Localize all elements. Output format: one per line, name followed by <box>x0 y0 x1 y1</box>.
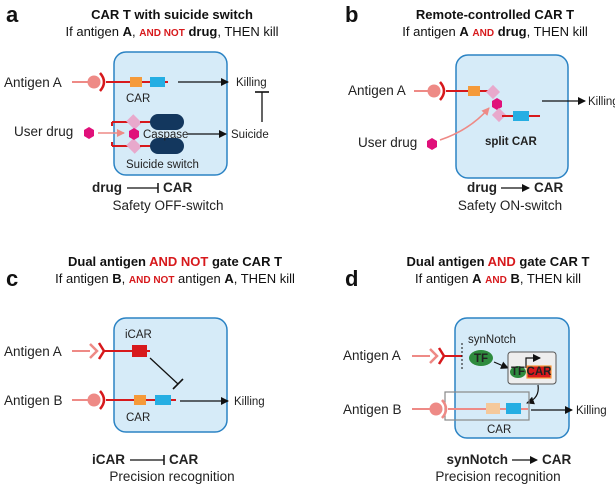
logic-a-right: CAR <box>163 180 192 195</box>
split-car-label: split CAR <box>485 136 537 148</box>
logic-b-left: drug <box>467 180 497 195</box>
switch-binder-top <box>111 121 128 126</box>
antigen-a-chevron-c <box>89 343 99 359</box>
logic-c-right: CAR <box>169 452 198 467</box>
drug-hexagon-b <box>427 138 437 150</box>
car-gene <box>526 365 552 379</box>
killing-label-b: Killing <box>588 96 615 108</box>
car-orange-d <box>486 403 500 414</box>
icar-inhibit-line <box>149 357 179 385</box>
caspase-bottom <box>150 138 184 154</box>
panel-b: b Remote-controlled CAR T If antigen A A… <box>345 2 615 213</box>
panel-d-subtitle: If antigen A AND B, THEN kill <box>415 271 581 286</box>
icar-inhibit-bar <box>172 378 184 390</box>
split-car-pink-bottom <box>491 107 507 123</box>
suicide-switch-label: Suicide switch <box>126 159 199 171</box>
panel-c-caption: Precision recognition <box>109 469 234 484</box>
user-drug-label: User drug <box>14 124 73 139</box>
switch-pink-top <box>126 114 142 130</box>
panel-letter-a: a <box>6 2 19 27</box>
car-blue-d <box>506 403 521 414</box>
drug-curve-arrow-b <box>439 107 490 141</box>
panel-d: d Dual antigen AND gate CAR T If antigen… <box>343 254 607 484</box>
switch-pink-bottom <box>126 138 142 154</box>
logic-d-left: synNotch <box>446 452 508 467</box>
car-label-c: CAR <box>126 412 150 424</box>
tf-bound <box>510 366 526 378</box>
logic-c-left: iCAR <box>92 452 125 467</box>
antigen-a-ball <box>87 75 101 89</box>
antigen-a-label-c: Antigen A <box>4 344 62 359</box>
antigen-b-ball-c <box>87 393 101 407</box>
logic-b-right: CAR <box>534 180 563 195</box>
icar-binder <box>97 342 106 360</box>
car-orange-domain <box>130 77 142 87</box>
antigen-a-chevron-d <box>429 348 439 364</box>
panel-letter-c: c <box>6 266 18 291</box>
split-car-binder <box>439 81 446 101</box>
killing-label-c: Killing <box>234 396 265 408</box>
logic-a-left: drug <box>92 180 122 195</box>
split-car-orange <box>468 86 480 96</box>
tf-arrow <box>493 361 509 369</box>
caspase-top <box>150 114 184 130</box>
synnotch-binder <box>437 347 446 365</box>
car-orange-c <box>134 395 146 405</box>
user-drug-label-b: User drug <box>358 135 417 150</box>
panel-b-caption: Safety ON-switch <box>458 198 562 213</box>
switch-drug-bound <box>129 128 139 140</box>
antigen-b-ball-d <box>429 402 443 416</box>
car-gene-label: CAR <box>527 366 553 378</box>
car-label-d: CAR <box>487 424 511 436</box>
drug-hexagon <box>84 127 94 139</box>
car-blue-c <box>155 395 171 405</box>
car-binder-d <box>441 399 448 419</box>
suicide-label: Suicide <box>231 129 269 141</box>
panel-c-title: Dual antigen AND NOT gate CAR T <box>68 254 282 269</box>
panel-a: a CAR T with suicide switch If antigen A… <box>4 2 279 213</box>
synnotch-label: synNotch <box>468 334 516 346</box>
split-car-pink-top <box>485 84 501 100</box>
antigen-b-label-d: Antigen B <box>343 402 402 417</box>
antigen-b-label-c: Antigen B <box>4 393 63 408</box>
panel-b-subtitle: If antigen A AND drug, THEN kill <box>402 24 588 39</box>
panel-letter-b: b <box>345 2 358 27</box>
car-blue-domain <box>150 77 165 87</box>
icar-domain <box>132 345 147 357</box>
panel-d-caption: Precision recognition <box>435 469 560 484</box>
logic-d-right: CAR <box>542 452 571 467</box>
icar-label: iCAR <box>125 329 152 341</box>
panel-d-title: Dual antigen AND gate CAR T <box>407 254 590 269</box>
panel-c-subtitle: If antigen B, AND NOT antigen A, THEN ki… <box>55 271 295 286</box>
panel-c: c Dual antigen AND NOT gate CAR T If ant… <box>4 254 295 484</box>
panel-a-subtitle: If antigen A, AND NOT drug, THEN kill <box>66 24 279 39</box>
antigen-a-label-b: Antigen A <box>348 83 406 98</box>
switch-binder-bottom <box>111 142 128 147</box>
caspase-label: Caspase <box>143 129 188 141</box>
car-label: CAR <box>126 93 150 105</box>
panel-a-title: CAR T with suicide switch <box>91 7 253 22</box>
tf-released <box>469 350 493 366</box>
split-car-drug <box>492 98 502 110</box>
antigen-a-label-d: Antigen A <box>343 348 401 363</box>
car-binder-c <box>99 390 106 410</box>
promoter-arrow <box>525 354 541 368</box>
panel-a-caption: Safety OFF-switch <box>112 198 223 213</box>
t-cell-a <box>113 51 228 176</box>
antigen-b-ball <box>427 84 441 98</box>
panel-b-title: Remote-controlled CAR T <box>416 7 574 22</box>
panel-letter-d: d <box>345 266 358 291</box>
tf-label: TF <box>474 353 488 365</box>
killing-label: Killing <box>236 77 267 89</box>
killing-label-d: Killing <box>576 405 607 417</box>
car-binder <box>99 72 106 92</box>
split-car-blue <box>513 111 529 121</box>
tf-bound-label: TF <box>511 366 525 378</box>
antigen-a-label: Antigen A <box>4 75 62 90</box>
